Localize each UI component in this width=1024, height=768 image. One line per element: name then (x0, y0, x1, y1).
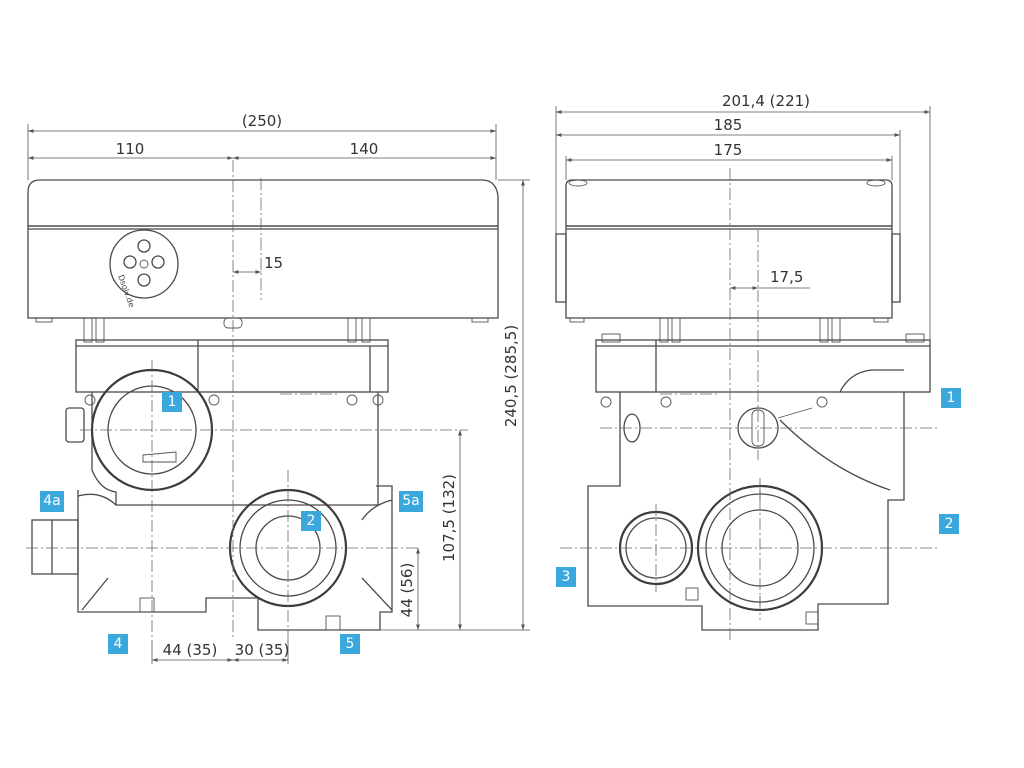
dim-overall-width: (250) (242, 112, 282, 130)
front-valve-body (31, 368, 393, 631)
dim-height-total: 240,5 (285,5) (502, 325, 520, 427)
front-valve-lid (75, 339, 389, 406)
side-valve-body (587, 369, 905, 631)
tag-front-port-2: 2 (301, 511, 321, 531)
dim-right-width: 140 (350, 140, 379, 158)
tag-front-port-1: 1 (162, 392, 182, 412)
svg-text:3: 3 (562, 569, 571, 585)
front-dimensions: (250) 110 140 15 240,5 (285,5) 107,5 (13… (27, 112, 530, 664)
front-center-lines (26, 160, 468, 640)
svg-text:1: 1 (168, 394, 177, 410)
side-actuator-housing (555, 179, 901, 323)
tag-side-port-1: 1 (941, 388, 961, 408)
svg-text:5a: 5a (402, 493, 420, 509)
tag-side-port-3: 3 (556, 567, 576, 587)
svg-text:4a: 4a (43, 493, 61, 509)
dim-height-mid: 107,5 (132) (440, 474, 458, 562)
dim-left-width: 110 (116, 140, 145, 158)
svg-text:5: 5 (346, 636, 355, 652)
tag-front-port-5a: 5a (399, 491, 423, 512)
front-view: Dsolv.de (26, 112, 530, 664)
side-valve-lid (595, 333, 931, 408)
tag-side-port-2: 2 (939, 514, 959, 534)
side-dimensions: 201,4 (221) 185 175 17,5 (555, 92, 931, 340)
front-actuator-housing: Dsolv.de (27, 179, 499, 323)
tag-front-port-4a: 4a (40, 491, 64, 512)
dim-bottom-right: 30 (35) (235, 641, 290, 659)
tag-front-port-5: 5 (340, 634, 360, 654)
svg-text:4: 4 (114, 636, 123, 652)
svg-text:2: 2 (945, 516, 954, 532)
dim-side-width-inner: 175 (714, 141, 743, 159)
dim-side-width-mid: 185 (714, 116, 743, 134)
dim-side-offset: 17,5 (770, 268, 803, 286)
dim-side-overall-width: 201,4 (221) (722, 92, 810, 110)
dim-offset-top: 15 (264, 254, 283, 272)
side-mount-bolts (659, 317, 841, 343)
logo-badge (109, 229, 179, 299)
side-center-lines (560, 168, 940, 640)
logo-text: Dsolv.de (116, 274, 136, 309)
side-view: 201,4 (221) 185 175 17,5 1 2 3 (555, 92, 961, 640)
svg-text:2: 2 (307, 513, 316, 529)
dim-bottom-left: 44 (35) (163, 641, 218, 659)
svg-text:1: 1 (947, 390, 956, 406)
tag-front-port-4: 4 (108, 634, 128, 654)
dim-height-low: 44 (56) (398, 563, 416, 618)
front-mount-bolts (83, 317, 371, 343)
